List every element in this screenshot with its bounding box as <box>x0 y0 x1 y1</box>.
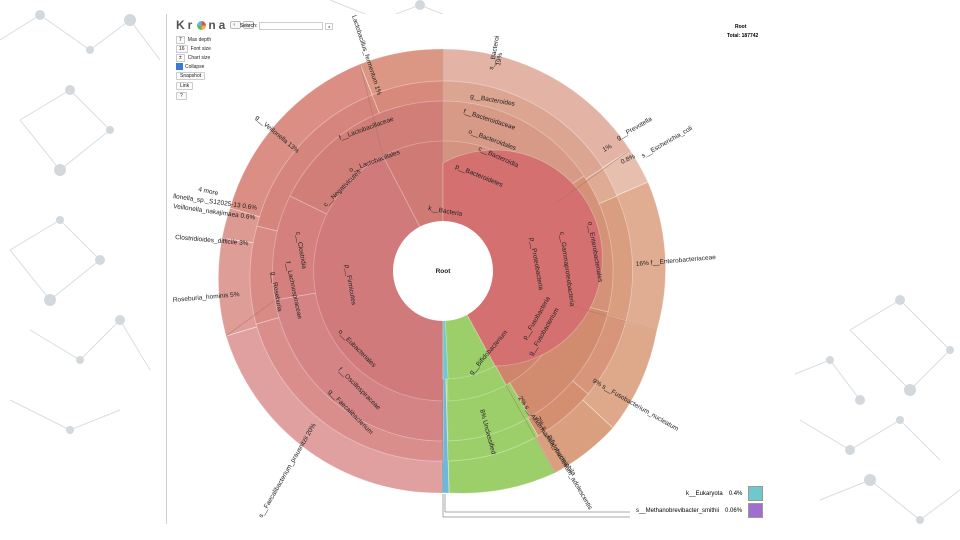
search-input[interactable] <box>259 22 324 30</box>
legend-methanobrevibacter[interactable]: s__Methanobrevibacter_smithii 0.06% <box>630 503 764 518</box>
max-depth-label: Max depth <box>187 36 212 43</box>
legend-eukaryota-label: k__Eukaryota <box>686 490 723 497</box>
legend-methanobrevibacter-pct: 0.06% <box>725 507 743 514</box>
search-area: Search: x <box>240 22 334 30</box>
label-s-faecalibacterium: s__Faecalibacterium_prausnitzii 20% <box>258 422 318 519</box>
forward-button[interactable]: › <box>243 21 254 29</box>
search-clear-button[interactable]: x <box>325 22 334 30</box>
legend-eukaryota-pct: 0.4% <box>728 490 743 497</box>
chart-size-label: Chart size <box>187 54 211 61</box>
legend-methanobrevibacter-swatch <box>748 503 764 518</box>
label-prevotella-pct: 1% <box>602 143 614 154</box>
link-button[interactable]: Link <box>176 82 194 90</box>
back-button[interactable]: ‹ <box>230 21 242 29</box>
label-bacteroides-pct: 19% <box>495 52 504 66</box>
legend-eukaryota[interactable]: k__Eukaryota 0.4% <box>630 486 764 501</box>
label-s-escherichia: s__Escherichia_coli <box>641 125 694 160</box>
search-label: Search: <box>240 23 258 29</box>
legend-methanobrevibacter-label: s__Methanobrevibacter_smithii <box>636 507 720 514</box>
label-more: 4 more <box>198 186 220 197</box>
help-button[interactable]: ? <box>176 92 187 100</box>
root-center[interactable] <box>393 221 493 321</box>
logo-text-rest: na <box>208 18 229 32</box>
collapse-checkbox[interactable] <box>176 63 183 70</box>
ring-order-firmicutes[interactable] <box>313 155 444 402</box>
chart-size-stepper[interactable]: ± <box>176 53 185 62</box>
font-size-stepper[interactable]: 16 <box>176 44 188 53</box>
font-size-label: Font size <box>190 45 211 52</box>
logo-text: Kr <box>176 18 196 32</box>
total-count: Total: 187742 <box>727 33 759 39</box>
label-root: Root <box>436 268 452 275</box>
krona-o-icon <box>197 20 207 30</box>
ring-kingdom-bacteria[interactable] <box>442 149 603 367</box>
snapshot-button[interactable]: Snapshot <box>176 72 206 80</box>
label-g-prevotella: g__Prevotella <box>616 116 654 142</box>
collapse-label: Collapse <box>185 63 205 70</box>
root-selector[interactable]: Root <box>735 24 747 30</box>
legend-eukaryota-swatch <box>748 486 764 501</box>
krona-sunburst[interactable]: Root k__Bacteria s__Bacteroi 19% g__Bact… <box>166 14 794 524</box>
max-depth-stepper[interactable]: 7 <box>176 35 185 44</box>
